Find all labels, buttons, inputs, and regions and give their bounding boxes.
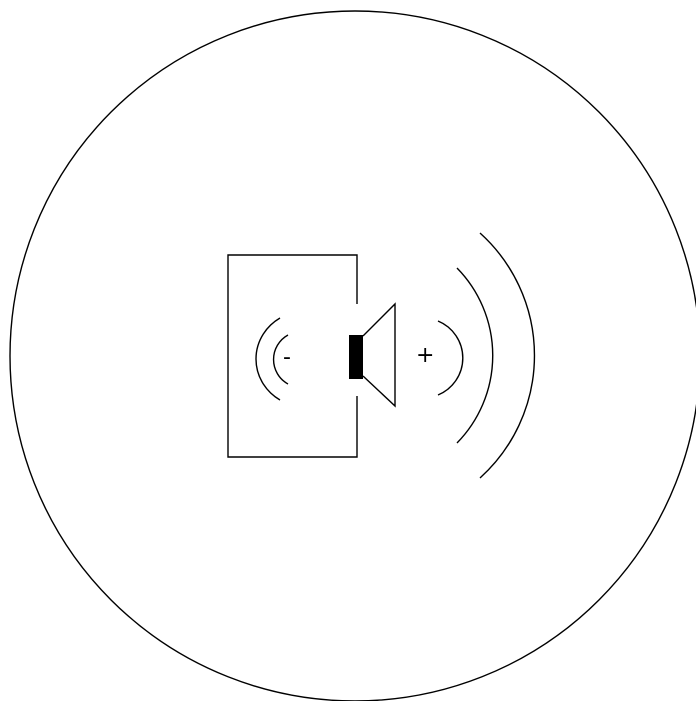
outer-wave-large bbox=[480, 233, 534, 478]
enclosure-box bbox=[228, 255, 357, 457]
inside-pressure-label: - bbox=[283, 345, 291, 370]
speaker-driver-icon bbox=[363, 304, 395, 406]
inner-wave-large bbox=[256, 318, 280, 400]
outside-pressure-label: + bbox=[416, 343, 434, 368]
driver-magnet bbox=[349, 335, 363, 379]
outer-wave-small bbox=[438, 321, 463, 395]
